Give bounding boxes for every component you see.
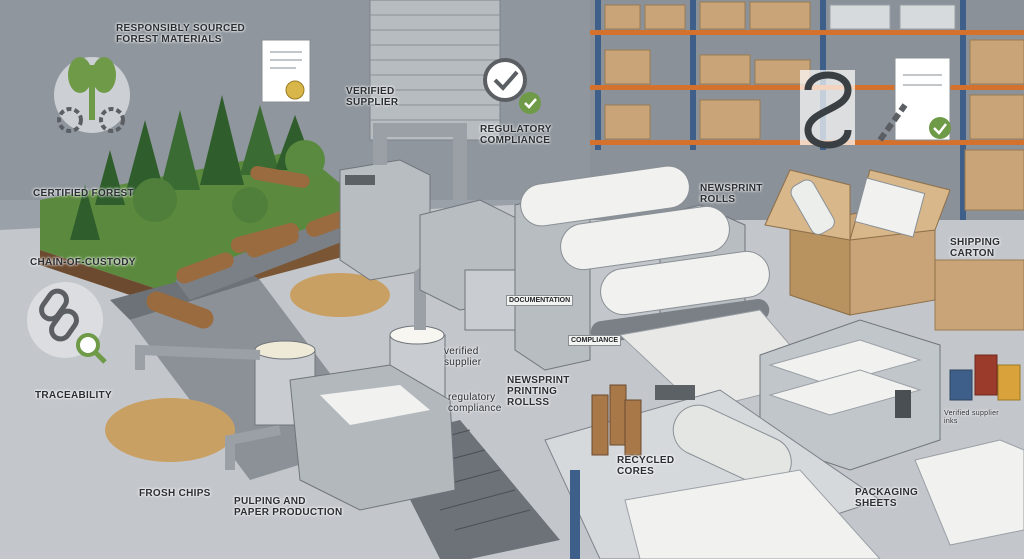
label-newsprint-rolls: Newsprint rolls [700, 183, 763, 205]
checkmark-badge-icon [483, 58, 541, 114]
label-regulatory-compliance-small: regulatory compliance [448, 392, 502, 414]
wood-chip-pile-upper [290, 273, 390, 317]
label-shipping-carton: Shipping carton [950, 237, 1001, 259]
label-pulping: Pulping and paper production [234, 496, 343, 518]
roller-door [369, 0, 501, 141]
label-regulatory-compliance: Regulatory compliance [480, 124, 552, 146]
label-verified-supplier: Verified supplier [346, 86, 399, 108]
chain-document-icon [877, 57, 951, 142]
ink-tray [655, 385, 695, 400]
wood-chip-pile [105, 398, 235, 462]
recycled-cores [591, 384, 642, 456]
label-recycled-cores: Recycled cores [617, 455, 675, 477]
trees [70, 95, 325, 240]
worktable [544, 384, 882, 559]
compliance-tag: Compliance [568, 335, 622, 346]
paper-sheet [624, 469, 881, 559]
label-verified-supplier-inks: Verified supplier inks [944, 410, 999, 425]
certificate-icon [261, 39, 311, 103]
ink-cans [949, 354, 1021, 401]
label-newsprint-printing: Newsprint printing rollss [507, 375, 570, 408]
label-verified-supplier-small: verified supplier [444, 346, 482, 368]
pulping-unit [135, 255, 456, 511]
label-traceability: Traceability [35, 390, 112, 401]
packaging-sheets-stack [914, 439, 1024, 546]
label-packaging-sheets: Packaging sheets [855, 487, 919, 509]
label-frosh-chips: Frosh chips [139, 488, 211, 499]
label-certified-forest: Certified forest [33, 188, 134, 199]
label-chain-of-custody: Chain-of-custody [30, 257, 136, 268]
shipping-carton [764, 169, 951, 316]
chain-logo-icon [800, 70, 855, 149]
tree-gear-icon [54, 57, 130, 133]
documentation-tag: Documentation [506, 295, 574, 306]
chain-magnifier-icon [27, 282, 107, 364]
label-forest-materials: Responsibly sourced forest materials [116, 23, 246, 45]
